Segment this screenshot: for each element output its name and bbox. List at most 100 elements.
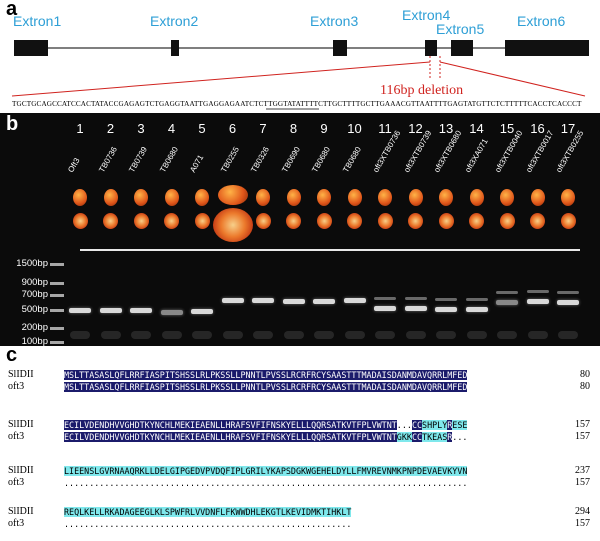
alignment-sequence-name: oft3 xyxy=(8,518,25,529)
lane-number: 8 xyxy=(289,121,298,136)
lane-sample-name: TB0736 xyxy=(96,145,119,174)
lane-sample-name: Oft3 xyxy=(66,156,82,174)
panel-label-a: a xyxy=(6,0,18,20)
gel-band xyxy=(313,299,335,304)
gel-band xyxy=(252,298,274,303)
primer-dimer-smear xyxy=(314,331,334,339)
alignment-segment: R xyxy=(447,432,453,442)
gel-band-secondary xyxy=(526,290,549,293)
ladder-band xyxy=(50,309,64,312)
exon6-label: Extron6 xyxy=(517,13,566,29)
gel-band-secondary xyxy=(557,291,579,294)
primer-dimer-smear xyxy=(436,331,456,339)
primer-dimer-smear xyxy=(70,331,90,339)
alignment-sequence: ........................................… xyxy=(64,519,351,529)
alignment-position: 157 xyxy=(575,518,590,529)
alignment-position: 157 xyxy=(575,419,590,430)
exon3-label: Extron3 xyxy=(310,13,359,29)
alignment-segment: ........................................… xyxy=(64,519,352,529)
lane-number: 5 xyxy=(198,121,206,136)
whole-fruit-image xyxy=(469,189,484,206)
primer-dimer-smear xyxy=(558,331,578,339)
whole-fruit-image xyxy=(439,189,453,206)
alignment-position: 80 xyxy=(580,369,590,380)
ladder-size-label: 1500bp xyxy=(16,258,48,269)
lane-sample-name: TB0680 xyxy=(157,145,180,174)
whole-fruit-image xyxy=(500,189,514,206)
alignment-segment: LIEENSLGVRNAAQRKLLDELGIPGEDVPVDQFIPLGRIL… xyxy=(64,466,468,476)
whole-fruit-image xyxy=(378,189,392,206)
exon4-label: Extron4 xyxy=(402,7,451,23)
alignment-position: 294 xyxy=(575,506,590,517)
alignment-sequence: MSLTTASASLQFLRRFIASPITSHSSLRLPKSSLLPNNTL… xyxy=(64,370,468,380)
exon3-box xyxy=(333,40,347,56)
lane-number: 16 xyxy=(530,121,545,136)
whole-fruit-image xyxy=(408,189,423,206)
ladder-size-label: 200bp xyxy=(21,322,48,333)
alignment-position: 157 xyxy=(575,477,590,488)
cut-fruit-image xyxy=(164,213,179,229)
alignment-sequence-name: SlIDII xyxy=(8,369,34,380)
gene-structure-diagram xyxy=(11,40,589,110)
lane-number: 13 xyxy=(438,121,454,136)
alignment-sequence-name: SlIDII xyxy=(8,465,34,476)
ladder-band xyxy=(50,294,64,297)
genomic-sequence: TGCTGCAGCCATCCACTATACCGAGAGTCTGAGGTAATTG… xyxy=(12,100,582,108)
cut-fruit-image xyxy=(560,213,576,229)
primer-dimer-smear xyxy=(161,331,182,339)
primer-dimer-smear xyxy=(466,331,487,339)
gel-band xyxy=(404,306,427,311)
whole-fruit-image xyxy=(317,189,331,206)
lane-sample-name: oft3XA071 xyxy=(462,137,490,174)
exon6-box xyxy=(505,40,589,56)
ladder-band xyxy=(50,327,64,330)
cut-fruit-image xyxy=(499,213,515,229)
alignment-position: 157 xyxy=(575,431,590,442)
primer-dimer-smear xyxy=(527,331,548,339)
primer-dimer-smear xyxy=(375,331,395,339)
primer-dimer-smear xyxy=(100,331,121,339)
cut-fruit-image xyxy=(316,213,332,229)
lane-sample-name: TB0680 xyxy=(310,145,333,174)
alignment-segment: MSLTTASASLQFLRRFIASPITSHSSLRLPKSSLLPNNTL… xyxy=(64,382,468,392)
gel-band-secondary xyxy=(435,298,457,301)
whole-fruit-image xyxy=(347,189,362,206)
alignment-position: 237 xyxy=(575,465,590,476)
alignment-segment: MSLTTASASLQFLRRFIASPITSHSSLRLPKSSLLPNNTL… xyxy=(64,370,468,380)
gel-band xyxy=(99,308,122,313)
lane-number: 15 xyxy=(499,121,515,136)
alignment-position: 80 xyxy=(580,381,590,392)
gel-band-secondary xyxy=(465,298,488,301)
lane-number: 6 xyxy=(228,121,237,136)
gel-band xyxy=(221,298,244,303)
cut-fruit-image xyxy=(347,213,362,229)
gel-band xyxy=(130,308,152,313)
whole-fruit-image xyxy=(103,189,118,206)
zoom-line-left xyxy=(11,61,431,97)
primer-dimer-smear xyxy=(253,331,273,339)
gel-band xyxy=(557,300,579,305)
ladder-size-label: 900bp xyxy=(21,277,48,288)
primer-dimer-smear xyxy=(344,331,365,339)
gel-band xyxy=(374,306,396,311)
primer-dimer-smear xyxy=(222,331,243,339)
alignment-sequence: MSLTTASASLQFLRRFIASPITSHSSLRLPKSSLLPNNTL… xyxy=(64,382,468,392)
lane-sample-name: TB0680 xyxy=(340,145,363,174)
cut-fruit-image xyxy=(133,213,149,229)
lane-sample-name: TB0739 xyxy=(127,145,150,174)
whole-fruit-image xyxy=(73,189,87,206)
cut-fruit-image xyxy=(212,208,253,242)
ladder-band xyxy=(50,341,64,344)
lane-number: 3 xyxy=(137,121,145,136)
cut-fruit-image xyxy=(469,213,484,229)
alignment-segment: ESE xyxy=(452,420,468,430)
cut-fruit-image xyxy=(72,213,88,229)
lane-number: 12 xyxy=(408,121,423,136)
lane-number: 10 xyxy=(347,121,362,136)
divider-line xyxy=(80,249,580,251)
whole-fruit-image xyxy=(164,189,179,206)
alignment-segment: R xyxy=(447,420,453,430)
alignment-sequence-name: SlIDII xyxy=(8,506,34,517)
ladder-size-label: 500bp xyxy=(21,304,48,315)
